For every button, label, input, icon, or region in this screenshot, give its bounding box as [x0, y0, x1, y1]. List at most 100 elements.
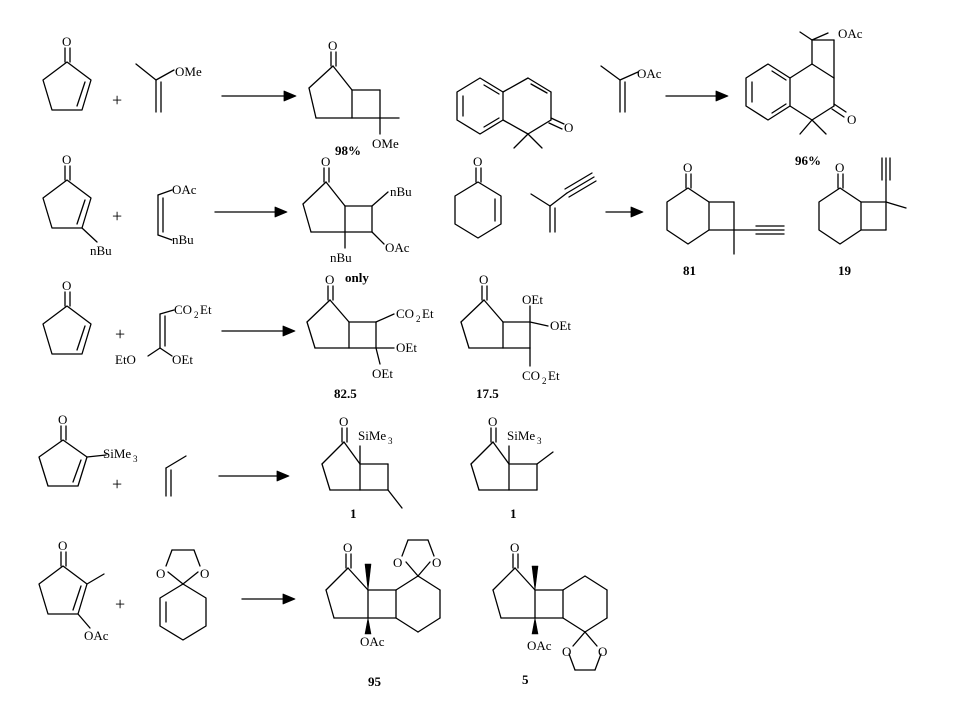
reactant-butylcyclopentenone: O nBu [42, 152, 112, 258]
product-silyl-bicyclo-methyl-regio: O SiMe 3 [470, 414, 554, 491]
atom-o: O [339, 414, 348, 429]
atom-oet: OEt [522, 292, 543, 307]
atom-o: O [62, 34, 71, 49]
reactant-cyclopentenone: O [42, 278, 92, 355]
reactant-propene [165, 455, 187, 497]
plus-sign: + [112, 474, 122, 494]
product-bicyclo-nbu-oac: O nBu OAc nBu [302, 154, 412, 265]
reactant-naphthalenone: O [456, 77, 573, 149]
yield-label: 98% [335, 143, 361, 158]
atom-co2: CO [522, 368, 540, 383]
atom-subscript: 3 [133, 454, 138, 464]
atom-co2: CO [396, 306, 414, 321]
atom-oet: OEt [372, 366, 393, 381]
atom-et: Et [548, 368, 560, 383]
product-tricyclic-ketal-major: O O O OAc [325, 539, 441, 649]
atom-o: O [473, 154, 482, 169]
product-cyclobutane-tetralone: OAc O [745, 26, 863, 135]
yield-label: 96% [795, 153, 821, 168]
reaction-arrow [214, 206, 288, 218]
atom-o: O [62, 278, 71, 293]
atom-nbu: nBu [390, 184, 412, 199]
atom-o: O [562, 644, 571, 659]
atom-o: O [510, 540, 519, 555]
atom-nbu: nBu [330, 250, 352, 265]
reaction-arrow [221, 90, 297, 102]
product-bicyclooctanone-ethynyl-regio: O [818, 157, 907, 245]
plus-sign: + [112, 90, 122, 110]
atom-o: O [328, 38, 337, 53]
atom-eto: EtO [115, 352, 136, 367]
product-bicyclooctanone-ethynyl: O [666, 160, 785, 255]
atom-o: O [58, 412, 67, 427]
atom-oet: OEt [172, 352, 193, 367]
plus-sign: + [112, 206, 122, 226]
atom-o: O [432, 555, 441, 570]
product-bicyclo-ome: O OMe [308, 38, 400, 151]
reactant-isopropenyl-acetate: OAc [600, 65, 662, 113]
atom-o: O [200, 566, 209, 581]
atom-nbu: nBu [90, 243, 112, 258]
atom-oac: OAc [838, 26, 863, 41]
reactant-cyclohexenone: O [454, 154, 502, 239]
atom-nbu: nBu [172, 232, 194, 247]
reactant-dioxolane-cyclohexene: O O [156, 549, 209, 641]
atom-o: O [58, 538, 67, 553]
atom-subscript: 2 [194, 310, 199, 320]
atom-oet: OEt [396, 340, 417, 355]
atom-et: Et [200, 302, 212, 317]
product-bicyclo-ester-diethoxy: O CO 2 Et OEt OEt [306, 272, 434, 381]
reactant-methoxypropene: OMe [135, 63, 202, 113]
atom-ome: OMe [372, 136, 399, 151]
product-tricyclic-ketal-minor: O O O OAc [492, 540, 608, 671]
reaction-arrow [605, 206, 644, 218]
atom-o: O [683, 160, 692, 175]
atom-oet: OEt [550, 318, 571, 333]
plus-sign: + [115, 594, 125, 614]
atom-oac: OAc [637, 66, 662, 81]
yield-label: 5 [522, 672, 529, 687]
atom-sime: SiMe [103, 446, 131, 461]
atom-o: O [156, 566, 165, 581]
atom-co2: CO [174, 302, 192, 317]
atom-oac: OAc [172, 182, 197, 197]
atom-o: O [564, 120, 573, 135]
atom-o: O [62, 152, 71, 167]
yield-label: only [345, 270, 369, 285]
plus-sign: + [115, 324, 125, 344]
reactant-cyclopentenone: O [42, 34, 92, 111]
product-silyl-bicyclo-methyl: O SiMe 3 [321, 414, 403, 509]
reactant-silylcyclopentenone: O SiMe 3 [38, 412, 138, 487]
atom-o: O [835, 160, 844, 175]
yield-label: 82.5 [334, 386, 357, 401]
atom-o: O [343, 540, 352, 555]
yield-label: 19 [838, 263, 852, 278]
yield-label: 1 [510, 506, 517, 521]
reaction-arrow [665, 90, 729, 102]
atom-oac: OAc [84, 628, 109, 643]
reaction-arrow [241, 593, 296, 605]
atom-oac: OAc [527, 638, 552, 653]
atom-o: O [479, 272, 488, 287]
reactant-methylbutenyne [530, 172, 597, 233]
atom-o: O [325, 272, 334, 287]
yield-label: 81 [683, 263, 696, 278]
atom-subscript: 2 [542, 376, 547, 386]
atom-o: O [393, 555, 402, 570]
atom-oac: OAc [360, 634, 385, 649]
atom-o: O [598, 644, 607, 659]
atom-sime: SiMe [507, 428, 535, 443]
reaction-arrow [221, 325, 296, 337]
yield-label: 17.5 [476, 386, 499, 401]
atom-o: O [847, 112, 856, 127]
atom-et: Et [422, 306, 434, 321]
atom-o: O [488, 414, 497, 429]
reactant-acetoxy-methylcyclopentenone: O OAc [38, 538, 109, 643]
atom-sime: SiMe [358, 428, 386, 443]
reactant-diethoxyacrylate: CO 2 Et EtO OEt [115, 302, 212, 367]
atom-subscript: 2 [416, 314, 421, 324]
product-bicyclo-diethoxy-ester: O OEt OEt CO 2 Et [460, 272, 571, 386]
reactant-butenyl-acetate: OAc nBu [157, 182, 197, 247]
reaction-arrow [218, 470, 290, 482]
